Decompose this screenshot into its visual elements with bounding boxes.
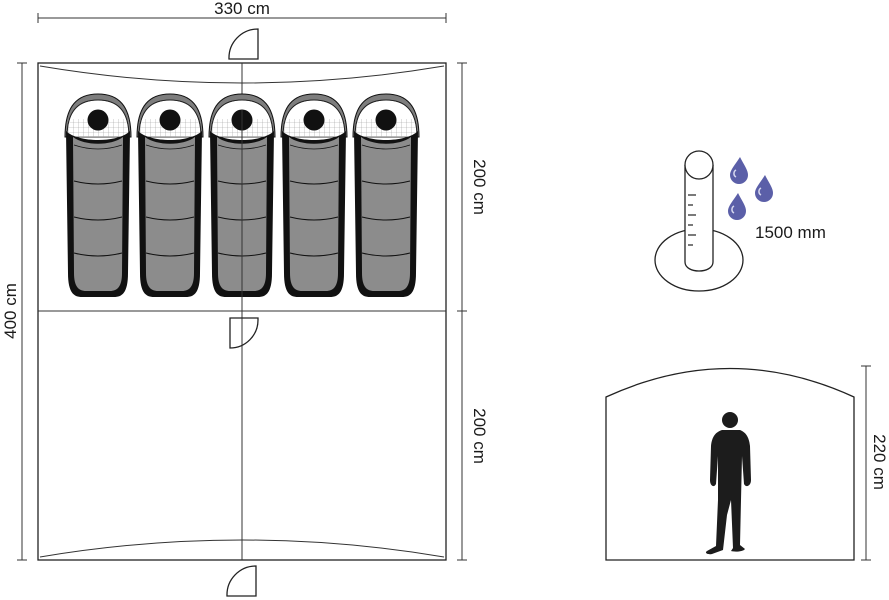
person-silhouette-icon — [705, 412, 751, 555]
sleeping-bag-icon — [136, 93, 204, 298]
floor-plan — [37, 62, 447, 561]
sleeping-bag-icon — [280, 93, 348, 298]
length-dimension: 400 cm — [1, 62, 27, 561]
rain-drop-icon — [755, 175, 773, 202]
room-dimensions: 200 cm 200 cm — [457, 62, 489, 561]
rain-drop-icon — [730, 157, 748, 184]
width-label: 330 cm — [214, 0, 270, 18]
length-label: 400 cm — [1, 283, 20, 339]
sleeping-bag-icon — [352, 93, 420, 298]
sleeping-bag-icon — [64, 93, 132, 298]
rain-drop-icon — [728, 193, 746, 220]
door-middle — [229, 317, 259, 349]
height-dimension: 220 cm — [861, 365, 889, 561]
door-top — [228, 28, 259, 60]
rain-gauge-icon — [654, 150, 744, 292]
height-label: 220 cm — [870, 434, 889, 490]
tent-elevation — [605, 367, 855, 561]
waterproof-label: 1500 mm — [755, 223, 826, 242]
width-dimension: 330 cm — [37, 0, 447, 23]
door-bottom — [226, 565, 257, 597]
room2-length-label: 200 cm — [470, 408, 489, 464]
room1-length-label: 200 cm — [470, 159, 489, 215]
